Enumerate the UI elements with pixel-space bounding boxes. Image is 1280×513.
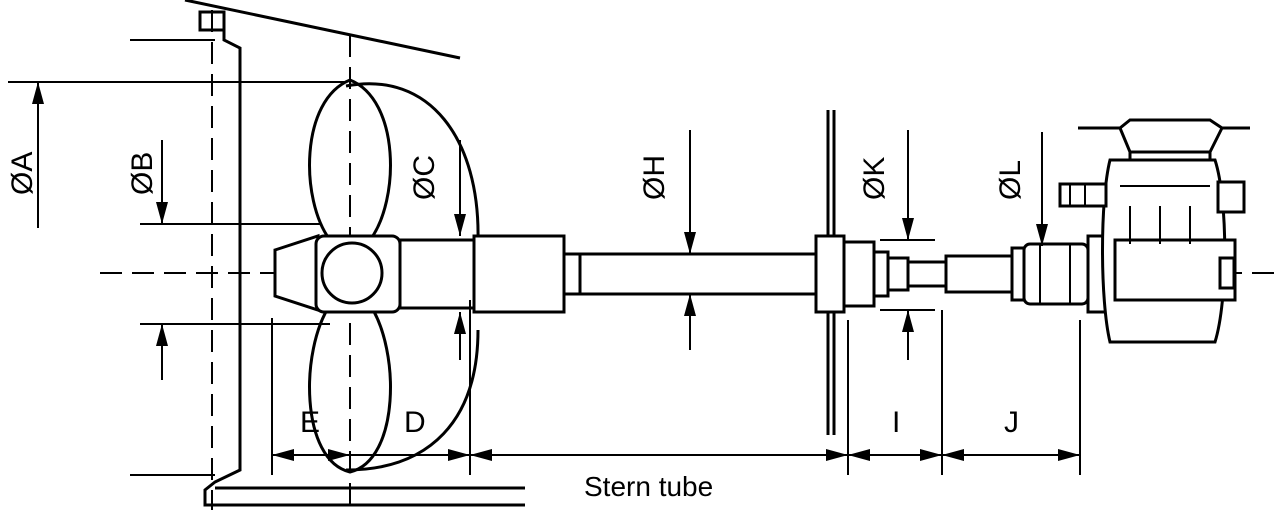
label-stern-tube: Stern tube [584, 471, 713, 502]
label-dia-a: ØA [6, 152, 39, 195]
hull-skeg [184, 0, 525, 507]
label-len-j: J [1004, 406, 1019, 439]
gearbox [1058, 118, 1250, 344]
coupling [906, 242, 1090, 306]
label-dia-c: ØC [408, 155, 441, 200]
label-dia-b: ØB [126, 152, 159, 195]
dimension-lines [8, 39, 1081, 476]
label-len-d: D [404, 406, 426, 439]
label-len-i: I [892, 406, 900, 439]
propeller [273, 78, 476, 474]
label-dia-h: ØH [638, 155, 671, 200]
stern-tube-shaft [472, 110, 910, 435]
labels: ØA ØB ØC ØH ØK ØL E D I J Stern tube [6, 152, 1027, 502]
label-len-e: E [300, 406, 320, 439]
label-dia-k: ØK [858, 157, 891, 200]
label-dia-l: ØL [994, 160, 1027, 200]
